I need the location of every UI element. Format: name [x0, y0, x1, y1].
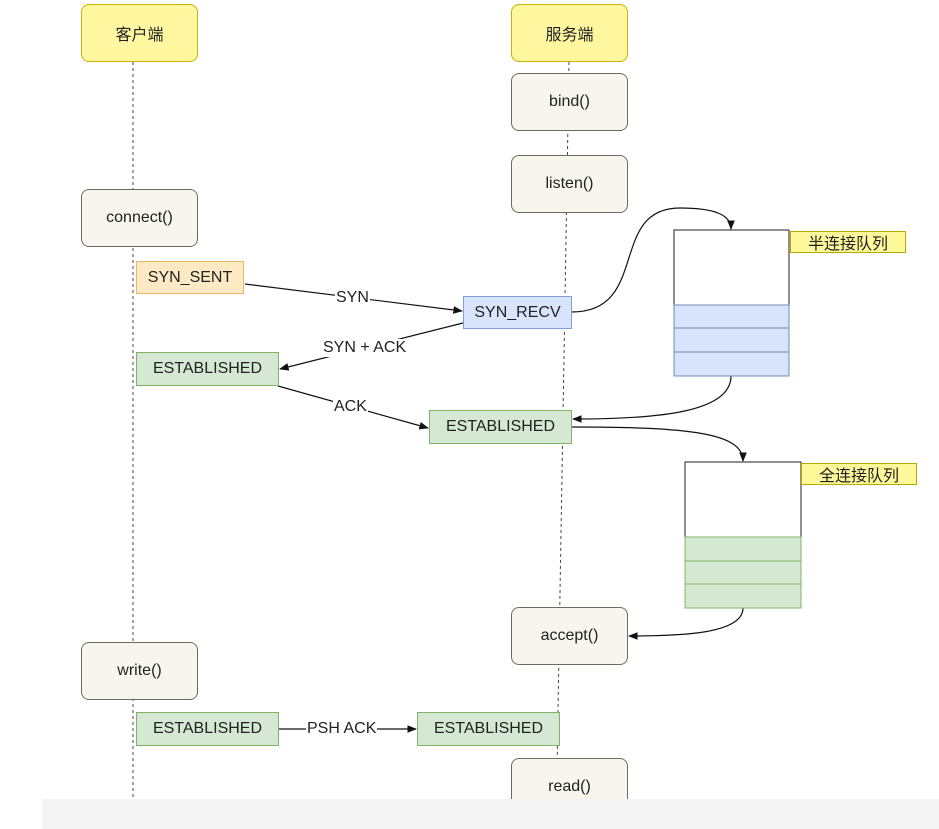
- full-queue-to-accept-arrow: [628, 607, 744, 640]
- half-connection-queue: [673, 229, 790, 377]
- full-queue-slot: [684, 560, 802, 585]
- syn-ack-message-label: SYN + ACK: [322, 339, 408, 357]
- half-queue-slot: [673, 351, 790, 377]
- server-state-established: ESTABLISHED: [429, 410, 572, 444]
- bind-call: bind(): [511, 73, 628, 131]
- psh-ack-message-label: PSH ACK: [306, 720, 378, 738]
- full-queue-label: 全连接队列: [801, 463, 917, 485]
- full-queue-slot: [684, 583, 802, 609]
- server-header: 服务端: [511, 4, 628, 62]
- half-queue-slot: [673, 304, 790, 329]
- full-queue-slot: [684, 536, 802, 562]
- client-state-established: ESTABLISHED: [136, 352, 279, 386]
- ack-message-label: ACK: [333, 398, 368, 416]
- full-connection-queue: [684, 461, 802, 609]
- syn-message-label: SYN: [335, 289, 370, 307]
- server-state-established-data: ESTABLISHED: [417, 712, 560, 746]
- client-header: 客户端: [81, 4, 198, 62]
- half-queue-label: 半连接队列: [790, 231, 906, 253]
- client-state-syn-sent: SYN_SENT: [136, 261, 244, 294]
- accept-call: accept(): [511, 607, 628, 665]
- server-state-syn-recv: SYN_RECV: [463, 296, 572, 329]
- half-queue-slot: [673, 327, 790, 353]
- write-call: write(): [81, 642, 198, 700]
- client-state-established-data: ESTABLISHED: [136, 712, 279, 746]
- half-queue-to-established-arrow: [572, 375, 732, 423]
- established-to-full-queue-arrow: [571, 426, 747, 462]
- bottom-strip: [42, 799, 939, 829]
- listen-call: listen(): [511, 155, 628, 213]
- connect-call: connect(): [81, 189, 198, 247]
- syn-recv-to-half-queue-arrow: [571, 207, 735, 313]
